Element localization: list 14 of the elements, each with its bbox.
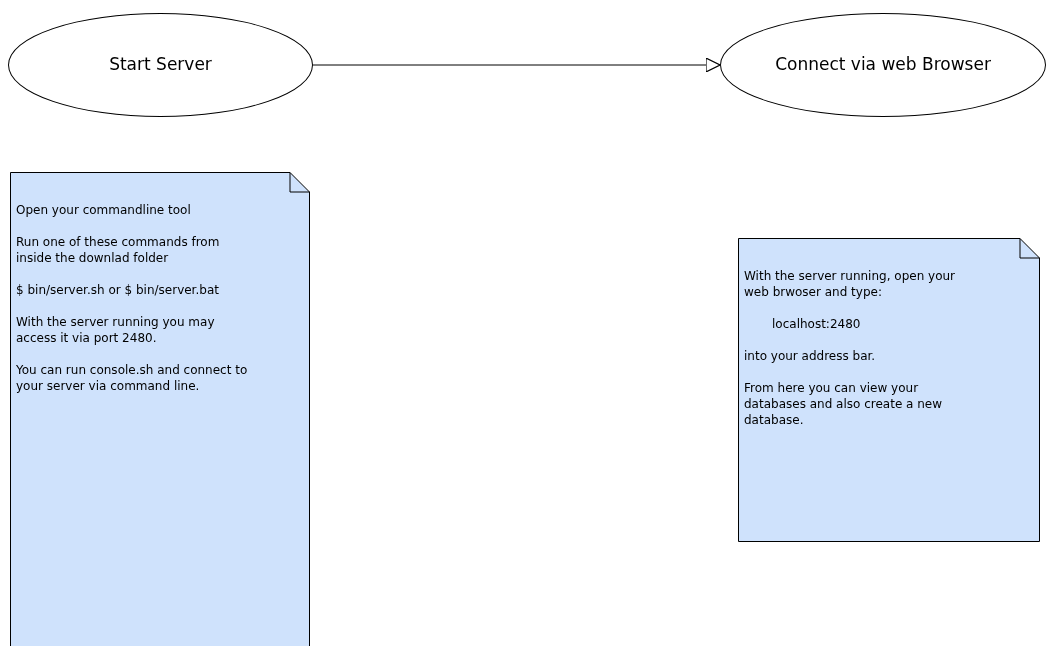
note-text: $ bin/server.sh or $ bin/server.bat — [16, 282, 220, 298]
note-box — [10, 172, 310, 646]
note-text: You can run console.sh and connect to your server via command line. — [16, 362, 249, 394]
note-text: Run one of these commands from inside the downlad folder — [16, 234, 221, 266]
arrow — [312, 57, 721, 73]
node-label: Connect via web Browser — [775, 53, 991, 77]
note-text: Open your commandline tool — [16, 202, 192, 218]
note-text: localhost:2480 — [771, 316, 862, 332]
note-box — [738, 238, 1040, 542]
note-text: With the server running, open your web brwoser and type: — [744, 268, 957, 300]
node-label: Start Server — [109, 53, 212, 77]
note-text: With the server running you may access it via port 2480. — [16, 314, 216, 346]
note-text: into your address bar. — [744, 348, 877, 364]
note-text: From here you can view your databases and also create a new database. — [744, 380, 944, 428]
